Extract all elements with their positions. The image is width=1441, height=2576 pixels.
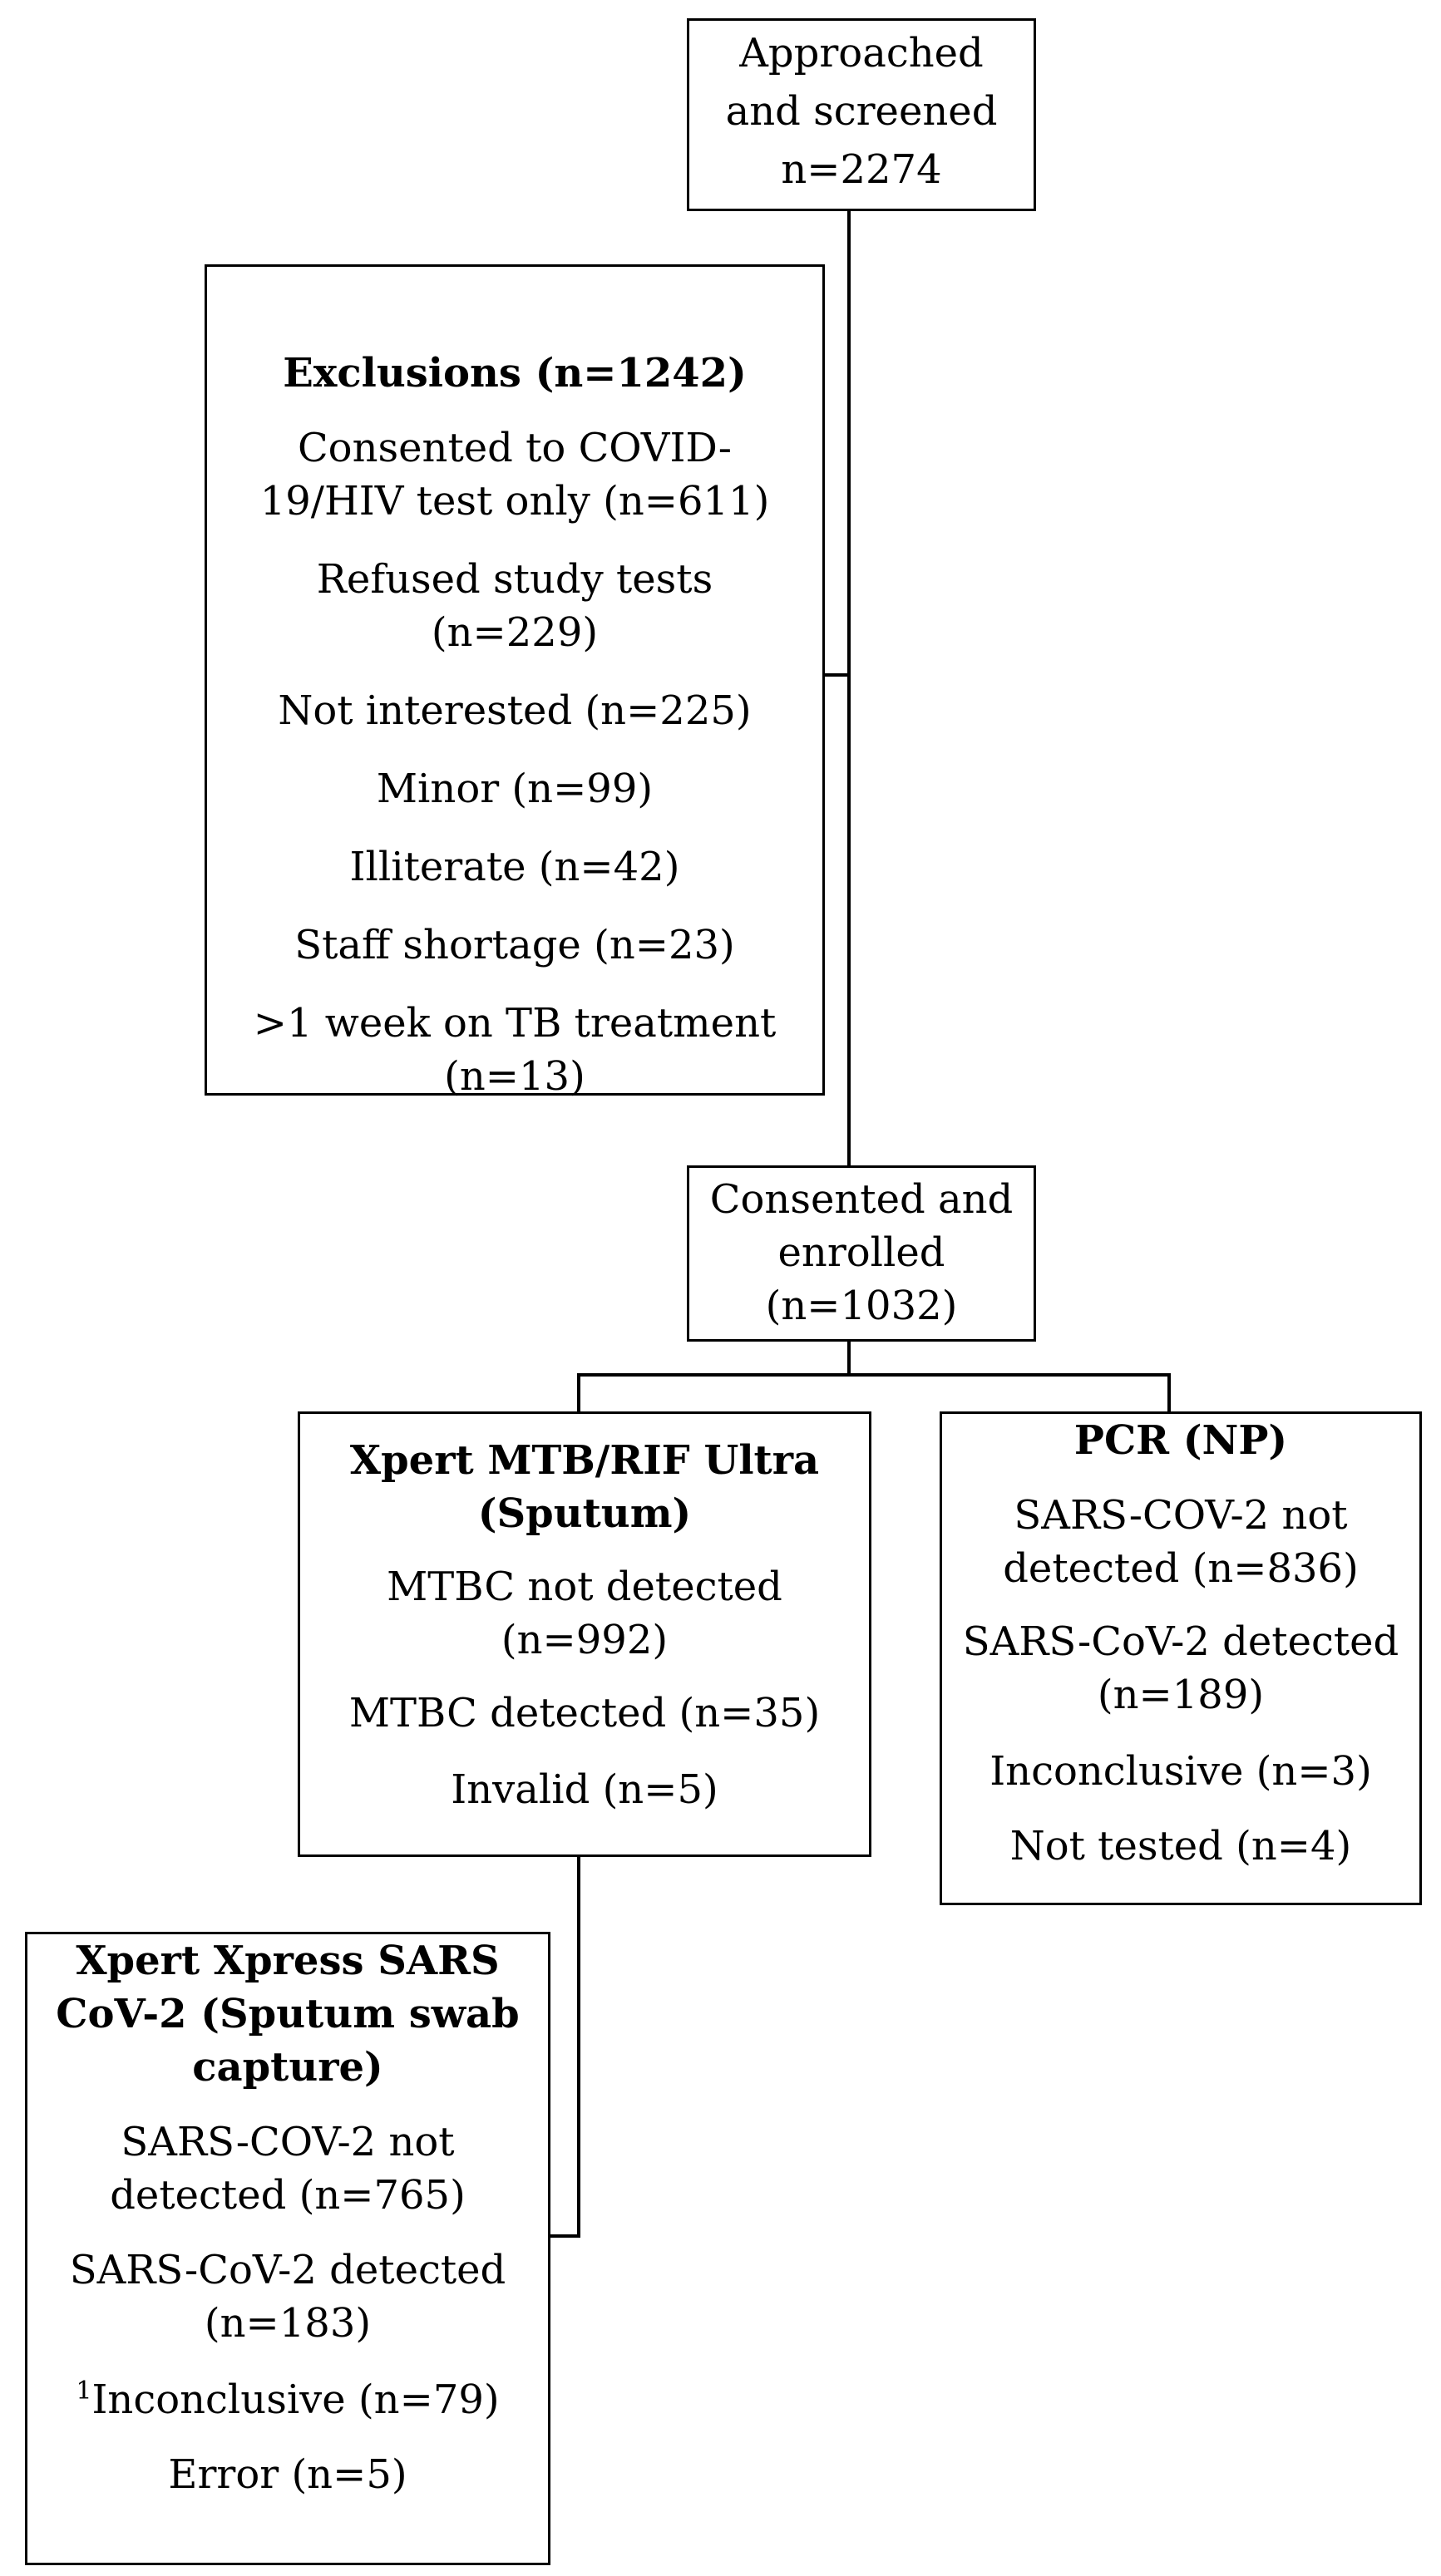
connector-sars <box>549 2234 580 2238</box>
pcr-title: PCR (NP) <box>1073 1417 1288 1464</box>
pcr-not-detected: SARS-COV-2 not detected (n=836) <box>1003 1492 1359 1592</box>
xpert-mtb-title: Xpert MTB/RIF Ultra (Sputum) <box>349 1437 820 1537</box>
screened-box: Approached and screened n=2274 <box>687 18 1036 211</box>
mtbc-invalid: Invalid (n=5) <box>451 1766 718 1813</box>
connector-trunk-top <box>847 209 851 1167</box>
enrolled-box: Consented and enrolled (n=1032) <box>687 1165 1036 1342</box>
pcr-box: PCR (NP) SARS-COV-2 not detected (n=836)… <box>940 1411 1422 1905</box>
enrolled-count: (n=1032) <box>765 1283 958 1329</box>
xpert-mtb-box: Xpert MTB/RIF Ultra (Sputum) MTBC not de… <box>298 1411 871 1857</box>
exclusion-consented-only: Consented to COVID-19/HIV test only (n=6… <box>259 425 770 525</box>
exclusions-title: Exclusions (n=1242) <box>283 350 747 396</box>
xpert-sars-title: Xpert Xpress SARS CoV-2 (Sputum swab cap… <box>56 1938 520 2091</box>
exclusions-box: Exclusions (n=1242) Consented to COVID-1… <box>205 264 825 1100</box>
connector-exclusions <box>815 673 851 677</box>
pcr-detected: SARS-CoV-2 detected (n=189) <box>962 1618 1399 1718</box>
exclusion-illiterate: Illiterate (n=42) <box>349 844 680 890</box>
screened-line-1: Approached <box>739 30 984 76</box>
exclusion-not-interested: Not interested (n=225) <box>278 687 752 734</box>
exclusion-minor: Minor (n=99) <box>376 766 654 812</box>
pcr-not-tested: Not tested (n=4) <box>1009 1823 1352 1869</box>
exclusion-tb-treatment: >1 week on TB treatment (n=13) <box>253 1000 777 1100</box>
connector-branch-left <box>577 1373 580 1413</box>
sars-inconclusive: 1Inconclusive (n=79) <box>44 2373 531 2426</box>
xpert-sars-box: Xpert Xpress SARS CoV-2 (Sputum swab cap… <box>25 1932 550 2565</box>
exclusion-refused: Refused study tests (n=229) <box>316 556 713 656</box>
exclusion-staff-shortage: Staff shortage (n=23) <box>294 922 735 968</box>
connector-branch-horizontal <box>577 1373 1171 1377</box>
connector-enrolled-down <box>847 1340 851 1375</box>
mtbc-not-detected: MTBC not detected (n=992) <box>387 1564 782 1663</box>
connector-mtb-down <box>577 1855 580 2238</box>
footnote-marker: 1 <box>76 2377 92 2406</box>
screened-count: n=2274 <box>781 146 942 193</box>
enrolled-line-2: enrolled <box>777 1229 945 1276</box>
pcr-inconclusive: Inconclusive (n=3) <box>989 1748 1372 1795</box>
enrolled-line-1: Consented and <box>709 1176 1014 1223</box>
sars-not-detected: SARS-COV-2 not detected (n=765) <box>110 2119 466 2219</box>
sars-detected: SARS-CoV-2 detected (n=183) <box>69 2247 506 2347</box>
screened-line-2: and screened <box>725 88 998 135</box>
sars-error: Error (n=5) <box>168 2451 407 2498</box>
sars-inconclusive-label: Inconclusive (n=79) <box>91 2377 500 2423</box>
mtbc-detected: MTBC detected (n=35) <box>348 1690 821 1736</box>
connector-branch-right <box>1167 1373 1171 1413</box>
